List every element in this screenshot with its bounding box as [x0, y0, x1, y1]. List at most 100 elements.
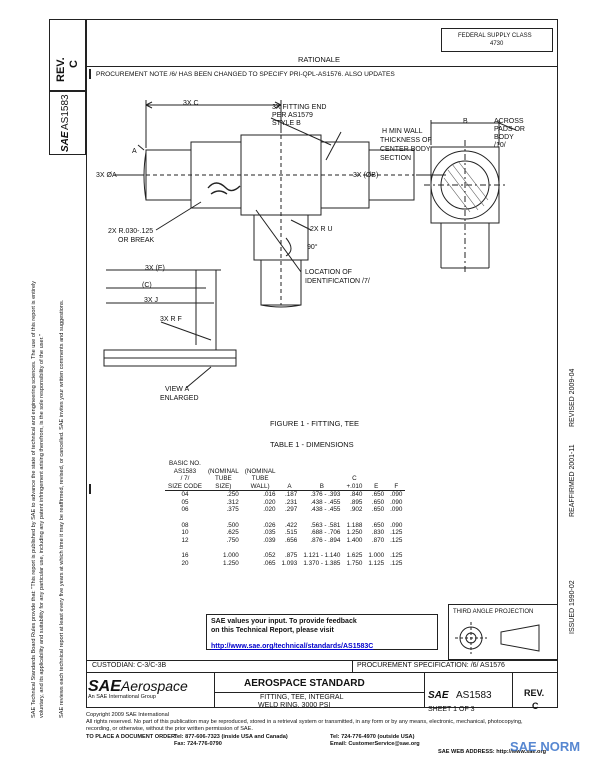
table-cell: .016	[263, 491, 276, 498]
label-enlarged: ENLARGED	[160, 395, 199, 402]
table-row: 05.312.020.231.438 - .455.895.650.090	[165, 499, 405, 507]
table-header-cell	[279, 475, 301, 483]
table-cell: 08	[181, 521, 189, 529]
label-a: A	[132, 148, 137, 155]
rationale-title: RATIONALE	[298, 55, 340, 64]
table-cell: .438 - .455	[310, 506, 341, 513]
table-header-cell	[343, 460, 365, 468]
table-cell: .895	[350, 498, 363, 506]
brand-word: Aerospace	[120, 678, 188, 694]
label-across: ACROSS	[494, 118, 524, 125]
table-cell: 1.121 - 1.140	[303, 552, 341, 559]
brand-logo: SAE	[88, 678, 121, 695]
table-header-cell: SIZE)	[204, 482, 242, 491]
figure-caption: FIGURE 1 - FITTING, TEE	[270, 419, 360, 428]
table-cell: 1.250	[346, 529, 363, 536]
sheet-number: SHEET 1 OF 3	[428, 706, 475, 713]
table-cell: .515	[285, 529, 298, 536]
table-cell: .625	[226, 529, 239, 536]
table-header-cell	[365, 475, 387, 483]
table-cell: .020	[263, 498, 276, 506]
table-header-cell: SIZE CODE	[165, 482, 205, 491]
title-line2: WELD RING, 3000 PSI	[258, 702, 331, 709]
table-cell: 1.750	[346, 559, 363, 567]
table-cell: 20	[181, 559, 189, 567]
custodian: CUSTODIAN: C-3/C-3B	[92, 662, 167, 669]
label-body: BODY	[494, 134, 514, 141]
table-cell: .090	[390, 498, 403, 506]
revision-bar	[89, 69, 91, 79]
third-angle-box: THIRD ANGLE PROJECTION	[448, 604, 558, 660]
table-cell: 1.250	[222, 559, 239, 567]
rights-line1: All rights reserved. No part of this pub…	[86, 719, 523, 725]
label-b: B	[463, 118, 468, 125]
feedback-link[interactable]: http://www.sae.org/technical/standards/A…	[211, 643, 374, 650]
label-r-030: 2X R.030-.125	[108, 228, 154, 235]
feedback-box: SAE values your input. To provide feedba…	[206, 614, 438, 650]
table-cell: 1.400	[346, 536, 363, 544]
table-cell: 1.000	[222, 552, 239, 559]
order-label: TO PLACE A DOCUMENT ORDER:	[86, 734, 177, 740]
table-cell: .020	[263, 506, 276, 513]
tb-rev-value: C	[532, 701, 539, 711]
label-3x-c: 3X C	[183, 100, 199, 107]
table-cell: .090	[390, 506, 403, 513]
tee-fitting-drawing	[103, 100, 517, 389]
table-header-cell: BASIC NO.	[169, 460, 201, 467]
table-cell: 1.125	[368, 559, 385, 567]
table-header-cell: B	[300, 482, 344, 491]
distribution-stamp-line2: 4730	[490, 41, 504, 47]
table-header-cell	[205, 460, 242, 468]
third-angle-label: THIRD ANGLE PROJECTION	[453, 609, 534, 615]
table-header-cell	[387, 468, 405, 476]
rationale-text: PROCUREMENT NOTE /6/ HAS BEEN CHANGED TO…	[96, 71, 395, 78]
table-cell: .422	[285, 521, 298, 529]
label-3x-phi-b: 3X (ØB)	[353, 172, 379, 179]
table-cell: .090	[390, 521, 403, 529]
table-cell: 05	[181, 498, 189, 506]
table-cell: .026	[263, 521, 276, 529]
table-cell: .656	[285, 536, 298, 544]
table-cell: 1.370 - 1.385	[303, 559, 341, 567]
rights-line2: recording, or otherwise, without the pri…	[86, 726, 253, 732]
procurement-spec: PROCUREMENT SPECIFICATION: /6/ AS1576	[357, 662, 505, 669]
drawing-frame	[86, 19, 558, 708]
table-cell: .125	[390, 552, 403, 559]
table-cell: 16	[181, 552, 189, 559]
doc-id-cell: SAE AS1583	[49, 91, 86, 155]
table-cell: .039	[263, 536, 276, 544]
title-line1: FITTING, TEE, INTEGRAL	[260, 694, 344, 701]
aerospace-standard: AEROSPACE STANDARD	[244, 678, 365, 689]
feedback-line1: SAE values your input. To provide feedba…	[211, 618, 357, 625]
label-3x-e: 3X (E)	[145, 265, 165, 272]
label-3x-phi-a: 3X ØA	[96, 172, 117, 179]
table-cell: .650	[371, 498, 385, 506]
rev-label: REV.	[55, 57, 67, 82]
table-cell: .376 - .393	[310, 491, 341, 498]
label-h-min-wall: H MIN WALL	[382, 128, 423, 135]
notice-line3: SAE reviews each technical report at lea…	[59, 299, 65, 718]
sae-logo: SAE	[60, 131, 71, 152]
web-address: SAE WEB ADDRESS: http://www.sae.org	[438, 749, 547, 755]
label-2x-r-u: 2X R U	[310, 226, 333, 233]
table-header-cell: E	[365, 482, 388, 491]
label-3x-r-f: 3X R F	[160, 316, 182, 323]
table-cell: .187	[285, 491, 298, 498]
table-header-cell: TUBE	[214, 475, 232, 482]
brand-sub: An SAE International Group	[88, 694, 156, 700]
table-header-cell: A	[278, 482, 301, 491]
table-cell: .125	[390, 559, 403, 567]
label-c-paren: (C)	[142, 282, 152, 289]
table-header-cell: (NOMINAL	[244, 467, 276, 475]
table-cell: .312	[226, 498, 239, 506]
table-cell: .650	[371, 506, 385, 513]
table-cell: .438 - .455	[310, 498, 341, 506]
table-header-cell	[387, 460, 405, 468]
label-style-b: STYLE B	[272, 120, 301, 127]
